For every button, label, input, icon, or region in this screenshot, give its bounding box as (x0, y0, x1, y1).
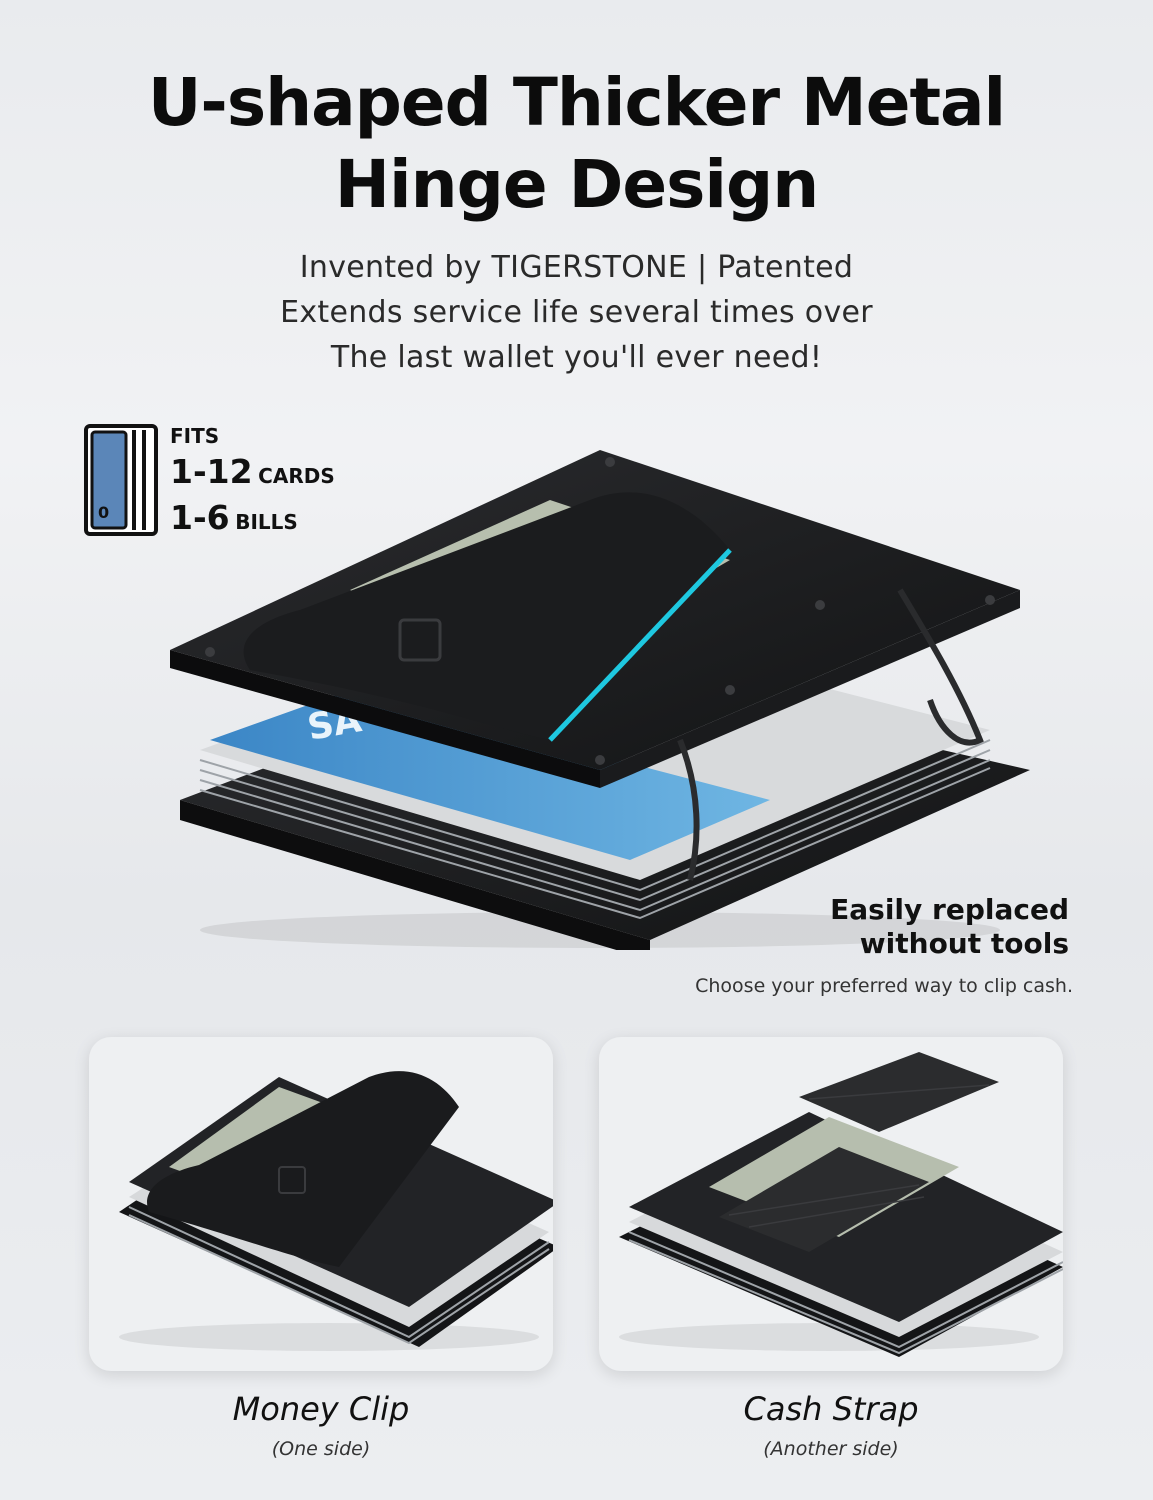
cash-strap-wallet-photo (619, 1052, 1063, 1357)
capacity-badge: 0 FITS 1-12 CARDS 1-6 BILLS (84, 424, 384, 540)
subtitle-line-1: Invented by TIGERSTONE | Patented (299, 250, 854, 285)
capacity-cards: 1-12 CARDS (170, 452, 335, 491)
money-clip-title: Money Clip (232, 1390, 410, 1428)
wallet-product-image: SA (170, 450, 1030, 950)
bills-count: 1-6 (170, 498, 230, 537)
page-title-line-2: Hinge Design (334, 146, 820, 223)
page-title-line-1: U-shaped Thicker Metal (147, 64, 1006, 141)
page-title: U-shaped Thicker Metal Hinge Design (0, 62, 1153, 226)
feature-description: Choose your preferred way to clip cash. (695, 975, 1073, 997)
card-stack-icon: 0 (84, 424, 158, 536)
subtitle-line-3: The last wallet you'll ever need! (330, 340, 823, 375)
cash-strap-title: Cash Strap (743, 1390, 919, 1428)
money-clip-subtitle: (One side) (271, 1438, 371, 1460)
feature-heading-line-2: without tools (859, 927, 1069, 960)
cards-unit: CARDS (258, 464, 335, 488)
cash-strap-subtitle: (Another side) (763, 1438, 899, 1460)
subtitle-line-2: Extends service life several times over (280, 295, 873, 330)
svg-text:0: 0 (98, 503, 109, 522)
feature-heading-line-1: Easily replaced (830, 893, 1069, 926)
cards-count: 1-12 (170, 452, 253, 491)
money-clip-wallet-photo (119, 1071, 553, 1351)
bills-unit: BILLS (235, 510, 298, 534)
capacity-label: FITS (170, 424, 220, 448)
cash-strap-panel (599, 1037, 1063, 1371)
capacity-bills: 1-6 BILLS (170, 498, 298, 537)
money-clip-panel (89, 1037, 553, 1371)
